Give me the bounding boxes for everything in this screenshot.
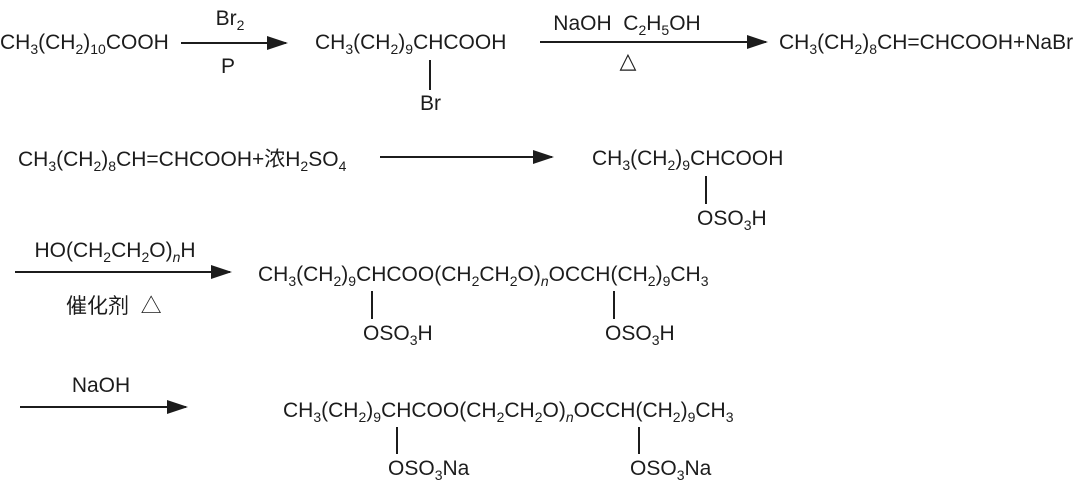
- arrow-head-icon: [167, 400, 188, 414]
- step1-bromo-substituent: Br: [420, 92, 441, 115]
- single-bond-line: [396, 427, 398, 454]
- step3-catalyst-label: 催化剂 △: [66, 295, 162, 318]
- step4-sulfonate-substituent-1: OSO3Na: [388, 457, 470, 484]
- step3-arrow: [15, 265, 232, 279]
- step1-arrow1: [181, 36, 288, 50]
- arrow-head-icon: [533, 150, 554, 164]
- single-bond-line: [613, 291, 615, 319]
- step4-product-formula: CH3(CH2)9CHCOO(CH2CH2O)nOCCH(CH2)9CH3: [283, 399, 734, 426]
- step2-product-formula: CH3(CH2)9CHCOOH: [592, 147, 784, 174]
- single-bond-line: [371, 291, 373, 319]
- step2-arrow: [380, 150, 554, 164]
- arrow-head-icon: [211, 265, 232, 279]
- step1-product-formula: CH3(CH2)8CH=CHCOOH+NaBr: [779, 31, 1074, 58]
- step2-reactant-formula: CH3(CH2)8CH=CHCOOH+浓H2SO4: [18, 148, 347, 175]
- step1-arrow1-reagent-below: P: [220, 55, 236, 78]
- step1-arrow1-reagent-above: Br2: [215, 7, 245, 34]
- delta-heat-symbol: △: [619, 48, 637, 73]
- step4-arrow-reagent-above: NaOH: [71, 374, 131, 397]
- arrow-head-icon: [747, 35, 768, 49]
- arrow-head-icon: [267, 36, 288, 50]
- step3-arrow-reagent-above: HO(CH2CH2O)nH: [34, 239, 196, 266]
- single-bond-line: [638, 427, 640, 454]
- step4-sulfonate-substituent-2: OSO3Na: [630, 457, 712, 484]
- step1-arrow2-reagents-above: NaOH C2H5OH: [553, 12, 701, 39]
- step2-sulfate-substituent: OSO3H: [697, 207, 767, 234]
- single-bond-line: [429, 60, 431, 90]
- step1-arrow2: [540, 35, 768, 49]
- step4-arrow: [20, 400, 188, 414]
- step1-reactant-formula: CH3(CH2)10COOH: [0, 31, 169, 58]
- single-bond-line: [705, 176, 707, 204]
- step3-sulfate-substituent-1: OSO3H: [363, 322, 433, 349]
- step3-product-formula: CH3(CH2)9CHCOO(CH2CH2O)nOCCH(CH2)9CH3: [258, 263, 709, 290]
- step3-sulfate-substituent-2: OSO3H: [605, 322, 675, 349]
- step1-intermediate-formula: CH3(CH2)9CHCOOH: [315, 31, 507, 58]
